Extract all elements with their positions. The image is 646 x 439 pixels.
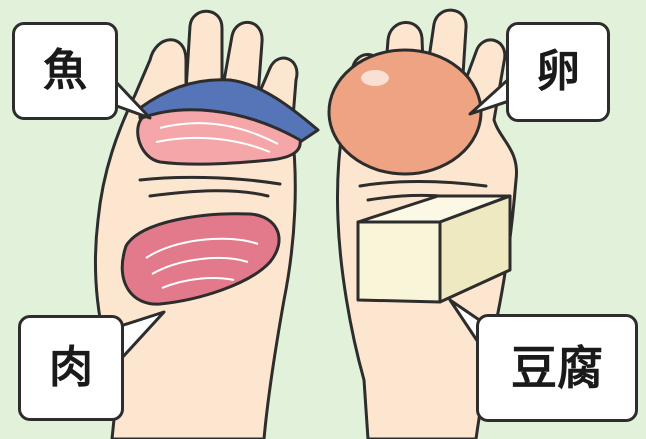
meat-label-text: 肉 [49,346,93,390]
egg-label-text: 卵 [536,50,580,94]
egg [329,50,481,174]
tofu-label-text: 豆腐 [511,345,603,391]
egg-label: 卵 [506,22,610,122]
fish-label-text: 魚 [43,49,87,93]
meat-label: 肉 [18,315,124,421]
fish-label: 魚 [12,22,118,120]
tofu-label: 豆腐 [476,314,638,422]
